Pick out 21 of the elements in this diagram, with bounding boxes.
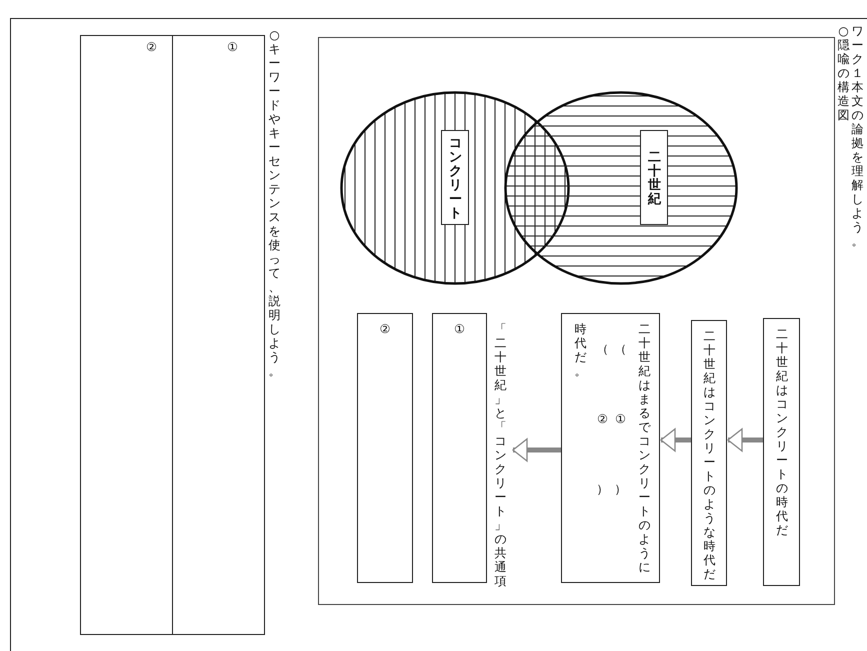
statement-box: 二十世紀はコンクリートのような時代だ (691, 320, 727, 586)
box-text: 二十世紀はまるでコンクリートのように (638, 322, 651, 574)
answer-box: ② (357, 313, 413, 583)
block-arrow (512, 438, 561, 462)
block-arrow (660, 428, 691, 452)
block-arrow (727, 428, 763, 452)
answer-box: ① (432, 313, 487, 583)
blank-bracket: （ ① ） (614, 341, 627, 498)
instruction-text: ○キーワードやキーセンテンスを使って、説明しよう。 (268, 28, 281, 378)
column-number: ② (145, 40, 158, 54)
sentence-box (561, 313, 660, 583)
column-number: ① (226, 40, 239, 54)
heading-text: ○隠喩の構造図 (837, 24, 850, 122)
box-text: 時代だ。 (574, 322, 587, 378)
heading-text: 「二十世紀」と「コンクリート」の共通項 (494, 322, 507, 588)
blank-bracket: （ ② ） (596, 341, 609, 498)
title-text: ワーク１本文の論拠を理解しよう。 (851, 24, 864, 248)
circle-label: 二十世紀 (640, 130, 668, 225)
venn-circle (504, 91, 738, 285)
statement-box: 二十世紀はコンクリートの時代だ (763, 318, 800, 586)
circle-label: コンクリート (441, 130, 469, 225)
